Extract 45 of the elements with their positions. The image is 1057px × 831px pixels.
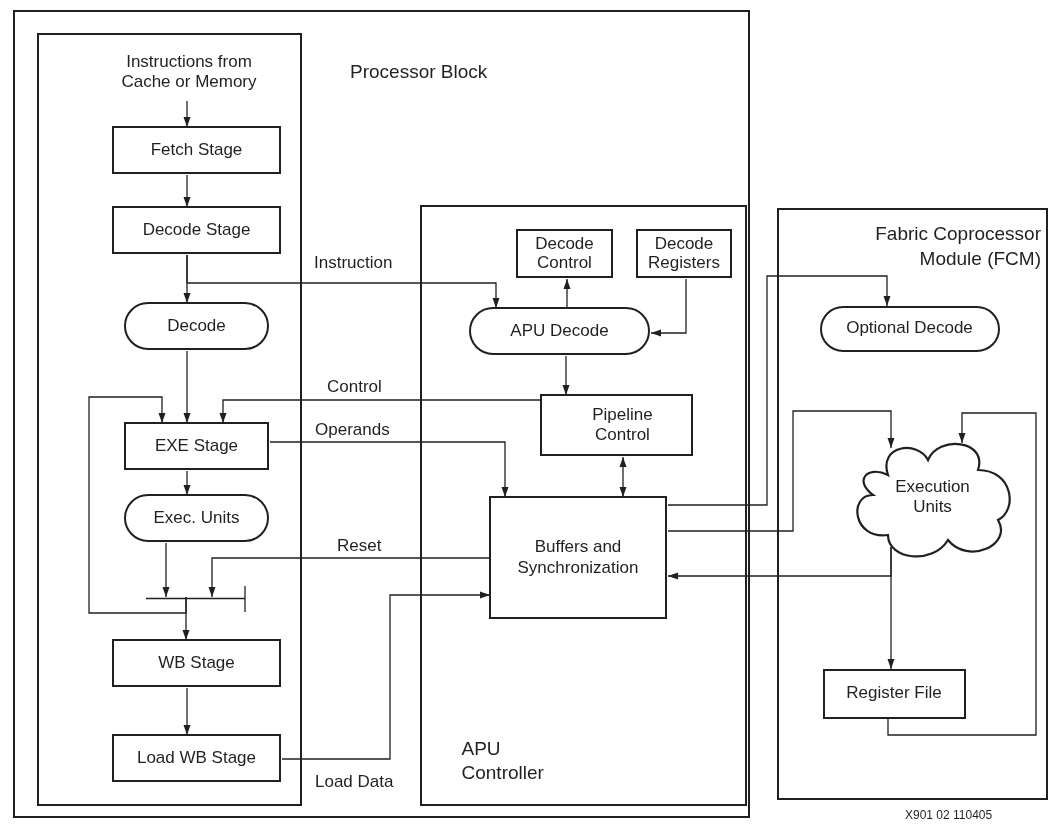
process-pill: Optional Decode: [819, 305, 1000, 352]
controller-panel: [419, 204, 747, 806]
arrow: [667, 275, 891, 506]
process-box: Register File: [822, 668, 966, 719]
arrow: [88, 396, 187, 614]
input-label: Instructions from Cache or Memory: [94, 44, 284, 100]
process-box: Decode Registers: [636, 229, 732, 278]
arrow: [183, 174, 191, 208]
figure-id: X901 02 110405: [905, 808, 993, 822]
arrow: [183, 687, 191, 736]
arrow: [186, 254, 500, 309]
arrow: [208, 557, 491, 598]
panel-title: Processor Block: [350, 60, 489, 84]
stage-box: EXE Stage: [124, 422, 269, 470]
arrow: [562, 355, 570, 396]
arrow: [162, 542, 170, 598]
stage-box: Decode Stage: [112, 206, 281, 254]
process-box: Pipeline Control: [540, 394, 693, 456]
arrow: [667, 410, 895, 532]
arrow: [183, 470, 191, 496]
arrow: [887, 412, 1037, 736]
panel-title: APU Controller: [461, 736, 545, 786]
arrow: [619, 456, 627, 498]
stage-box: Fetch Stage: [112, 126, 281, 174]
arrow: [183, 350, 191, 424]
processor-block-panel: [13, 10, 750, 818]
arrow: [563, 278, 571, 309]
process-pill: APU Decode: [469, 307, 650, 355]
merge-bar-symbol: [146, 586, 246, 612]
stage-box: WB Stage: [112, 639, 281, 687]
process-box: Buffers and Synchronization: [489, 496, 667, 619]
process-box: Decode Control: [516, 229, 613, 278]
edge-label: Operands: [313, 420, 392, 440]
core-panel: [36, 32, 302, 806]
process-pill: Exec. Units: [124, 494, 269, 542]
arrow: [650, 278, 687, 337]
arrow: [269, 441, 509, 498]
panel-title: Fabric Coprocessor Module (FCM): [874, 222, 1041, 271]
stage-box: Load WB Stage: [112, 734, 281, 782]
coprocessor-panel: [777, 208, 1048, 800]
arrow: [219, 399, 542, 424]
arrow: [183, 100, 191, 128]
arrow: [281, 591, 491, 760]
process-pill: Decode: [124, 302, 269, 350]
arrow: [887, 546, 895, 670]
